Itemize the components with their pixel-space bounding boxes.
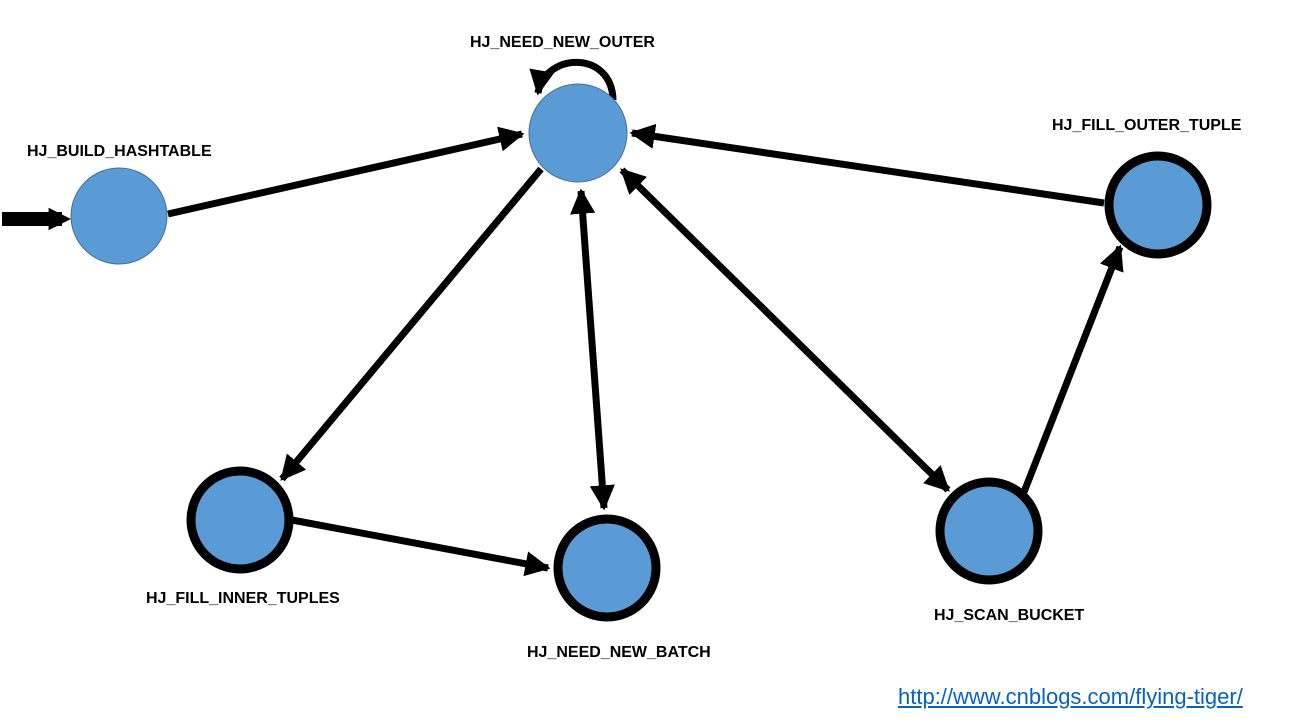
edge-fill-inner-to-need-new-batch	[291, 516, 551, 577]
edge-fill-outer-to-need-new-outer	[629, 123, 1105, 207]
state-scan-bucket	[935, 477, 1043, 585]
edge-need-new-outer-self-loop	[529, 58, 617, 101]
edges	[2, 58, 1124, 577]
state-fill-outer-tuple	[1104, 151, 1212, 259]
edge-build-to-need-new-outer	[167, 126, 525, 218]
labels: HJ_BUILD_HASHTABLE HJ_NEED_NEW_OUTER HJ_…	[27, 34, 1242, 661]
state-fill-inner-tuples	[186, 466, 294, 574]
label-fill-outer-tuple: HJ_FILL_OUTER_TUPLE	[1052, 117, 1242, 134]
edge-need-new-outer-need-new-batch	[570, 188, 615, 511]
edge-scan-bucket-to-fill-outer	[1020, 244, 1124, 494]
blog-link[interactable]: http://www.cnblogs.com/flying-tiger/	[898, 684, 1243, 709]
edge-need-new-outer-scan-bucket	[619, 167, 951, 493]
edge-need-new-outer-to-fill-inner	[279, 166, 544, 482]
label-scan-bucket: HJ_SCAN_BUCKET	[934, 607, 1084, 624]
label-build-hashtable: HJ_BUILD_HASHTABLE	[27, 143, 212, 160]
nodes	[70, 83, 1212, 622]
state-need-new-batch	[553, 514, 661, 622]
label-fill-inner-tuples: HJ_FILL_INNER_TUPLES	[146, 590, 340, 607]
label-need-new-outer: HJ_NEED_NEW_OUTER	[470, 34, 655, 51]
state-build-hashtable	[70, 167, 168, 265]
label-need-new-batch: HJ_NEED_NEW_BATCH	[527, 644, 711, 661]
state-need-new-outer	[528, 83, 628, 183]
